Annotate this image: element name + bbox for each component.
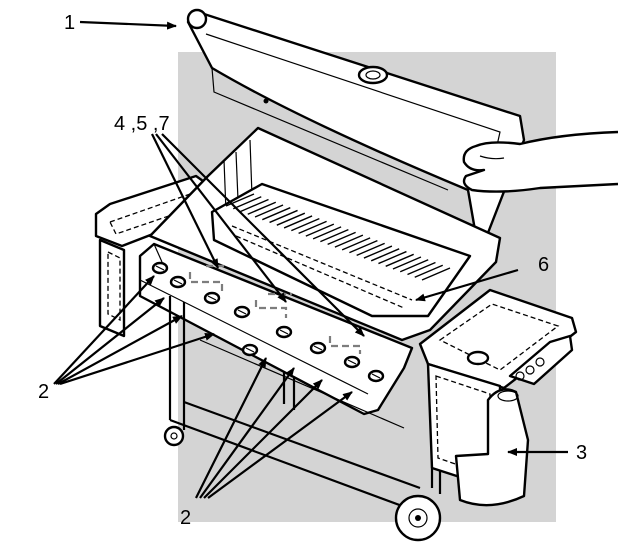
callout-1: 1 bbox=[64, 12, 75, 34]
grate-bar bbox=[356, 242, 385, 256]
grate-bar bbox=[407, 261, 436, 276]
callout-leader-6 bbox=[415, 268, 519, 302]
cooking-grates bbox=[210, 182, 472, 318]
grate-bar bbox=[392, 256, 422, 270]
grate-bar bbox=[334, 234, 364, 248]
grate-bar bbox=[370, 248, 400, 262]
burner-knob[interactable] bbox=[233, 305, 251, 319]
callout-leader-1 bbox=[79, 20, 177, 30]
callout-4-5-7: 4 ,5 ,7 bbox=[114, 113, 170, 135]
left-caster bbox=[163, 425, 185, 447]
grate-bar bbox=[247, 201, 277, 215]
callout-leaders-4-5-7 bbox=[151, 133, 365, 337]
grate-bar bbox=[283, 215, 313, 229]
burner-knob[interactable] bbox=[275, 325, 293, 339]
grate-bar bbox=[262, 207, 291, 221]
lid-handle-end bbox=[186, 8, 208, 30]
burner-knobs bbox=[151, 261, 385, 383]
grate-bar bbox=[378, 250, 407, 265]
grate-bars bbox=[225, 193, 451, 281]
callout-3: 3 bbox=[576, 442, 587, 464]
burner-knob[interactable] bbox=[309, 341, 327, 355]
grate-bar bbox=[320, 228, 349, 243]
callout-leaders-2-bottom bbox=[195, 357, 353, 499]
grate-bar bbox=[305, 223, 335, 237]
burner-knob[interactable] bbox=[169, 275, 187, 289]
grate-bar bbox=[269, 209, 298, 224]
propane-tank bbox=[454, 388, 530, 507]
grate-bar bbox=[254, 204, 284, 218]
burner-knob[interactable] bbox=[343, 355, 361, 369]
grate-bar bbox=[276, 212, 306, 226]
grate-bar bbox=[414, 264, 444, 278]
flavorizer-bar bbox=[231, 225, 413, 301]
callout-6: 6 bbox=[538, 254, 549, 276]
callout-leaders-2-left bbox=[53, 275, 215, 386]
grate-bar bbox=[349, 239, 378, 254]
burner-knob[interactable] bbox=[203, 291, 221, 305]
grate-bar bbox=[232, 196, 262, 210]
burner-tube bbox=[328, 336, 362, 354]
grate-bar bbox=[341, 237, 371, 251]
callout-2-bottom: 2 bbox=[180, 507, 191, 529]
burner-knob[interactable] bbox=[151, 261, 169, 275]
right-side-table bbox=[418, 288, 578, 390]
grate-bar bbox=[399, 259, 429, 273]
grate-bar bbox=[312, 226, 342, 240]
burner-knob[interactable] bbox=[241, 343, 259, 357]
right-wheel bbox=[394, 494, 442, 542]
callout-2-left: 2 bbox=[38, 381, 49, 403]
grate-bar bbox=[298, 220, 327, 235]
burner-tube bbox=[188, 272, 224, 294]
grate-bar bbox=[363, 245, 393, 259]
burner-tube bbox=[254, 300, 288, 318]
grate-bar bbox=[421, 267, 451, 281]
grate-bar bbox=[240, 198, 269, 213]
flavorizer-bar bbox=[235, 235, 405, 309]
hand bbox=[462, 130, 618, 193]
grate-bar bbox=[291, 218, 320, 232]
grate-bar bbox=[327, 231, 356, 246]
grate-bar bbox=[385, 253, 414, 267]
burner-knob[interactable] bbox=[367, 369, 385, 383]
